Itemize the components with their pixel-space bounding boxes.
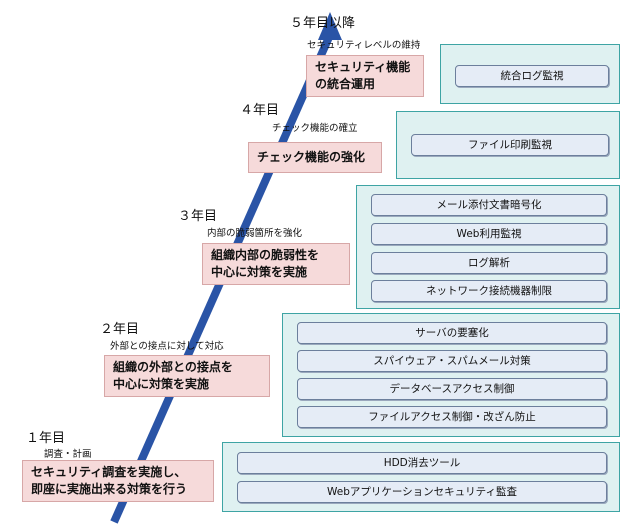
year-4-goal: チェック機能の強化 [248,142,382,173]
item-hdd-erase-tool: HDD消去ツール [237,452,607,474]
goal-line: 組織の外部との接点を [113,360,233,374]
item-mail-attachment-encryption: メール添付文書暗号化 [371,194,607,216]
goal-line: チェック機能の強化 [257,150,366,164]
year-5-label: ５年目以降 [290,16,356,31]
item-database-access-control: データベースアクセス制御 [297,378,607,400]
item-server-hardening: サーバの要塞化 [297,322,607,344]
year-2-panel: サーバの要塞化 スパイウェア・スパムメール対策 データベースアクセス制御 ファイ… [282,313,620,437]
goal-line: 中心に対策を実施 [211,265,308,279]
year-2-goal: 組織の外部との接点を 中心に対策を実施 [104,355,270,397]
goal-line: 組織内部の脆弱性を [211,248,320,262]
goal-line: セキュリティ機能 [315,60,411,74]
year-5-subtitle: セキュリティレベルの維持 [307,40,421,51]
year-3-goal: 組織内部の脆弱性を 中心に対策を実施 [202,243,350,285]
year-3-panel: メール添付文書暗号化 Web利用監視 ログ解析 ネットワーク接続機器制限 [356,185,620,309]
year-3-subtitle: 内部の脆弱箇所を強化 [207,228,303,239]
item-file-print-monitoring: ファイル印刷監視 [411,134,609,156]
item-file-access-control: ファイルアクセス制御・改ざん防止 [297,406,607,428]
year-3-label: ３年目 [178,209,218,224]
year-4-subtitle: チェック機能の確立 [272,123,358,134]
item-webapp-security-audit: Webアプリケーションセキュリティ監査 [237,481,607,503]
year-4-panel: ファイル印刷監視 [396,111,620,179]
year-2-subtitle: 外部との接点に対して対応 [110,341,224,352]
item-web-usage-monitoring: Web利用監視 [371,223,607,245]
item-log-analysis: ログ解析 [371,252,607,274]
year-2-label: ２年目 [100,322,140,337]
goal-line: の統合運用 [315,77,376,91]
item-network-device-restriction: ネットワーク接続機器制限 [371,280,607,302]
item-spyware-spam-countermeasures: スパイウェア・スパムメール対策 [297,350,607,372]
item-integrated-log-monitoring: 統合ログ監視 [455,65,609,87]
arrowhead [318,12,342,40]
year-1-goal: セキュリティ調査を実施し、 即座に実施出来る対策を行う [22,460,214,502]
goal-line: 中心に対策を実施 [113,377,210,391]
year-5-panel: 統合ログ監視 [440,44,620,104]
year-1-subtitle: 調査・計画 [44,449,92,460]
goal-line: 即座に実施出来る対策を行う [31,482,188,496]
year-1-panel: HDD消去ツール Webアプリケーションセキュリティ監査 [222,442,620,512]
year-1-label: １年目 [26,431,66,446]
goal-line: セキュリティ調査を実施し、 [31,465,187,479]
year-5-goal: セキュリティ機能 の統合運用 [306,55,424,97]
year-4-label: ４年目 [240,103,280,118]
